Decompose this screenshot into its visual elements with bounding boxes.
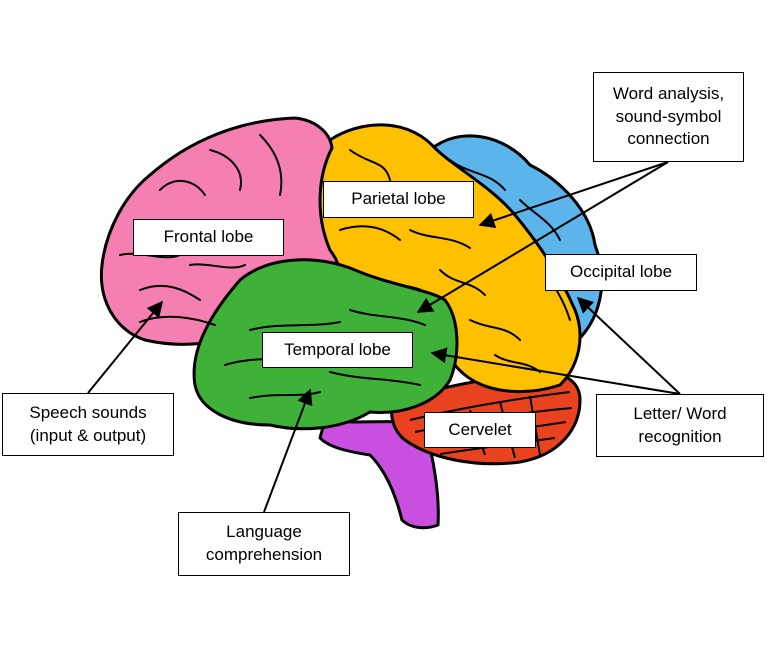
- parietal-lobe-label: Parietal lobe: [323, 181, 474, 218]
- cerebellum-label: Cervelet: [424, 412, 536, 448]
- arrow-word-analysis-to-temporal: [416, 161, 669, 313]
- arrows: [87, 161, 681, 513]
- word-analysis-line-3: connection: [627, 129, 710, 149]
- arrow-speech-to-frontal: [87, 300, 164, 394]
- occipital-lobe-label: Occipital lobe: [545, 254, 697, 291]
- letter-word-recognition-label: Letter/ Word recognition: [596, 394, 764, 457]
- letter-word-line-2: recognition: [638, 426, 722, 446]
- language-comprehension-label: Language comprehension: [178, 512, 350, 576]
- language-line-2: comprehension: [205, 545, 323, 564]
- arrow-letter-to-temporal: [430, 347, 681, 395]
- letter-word-line-1: Letter/ Word: [633, 403, 727, 423]
- arrow-letter-to-occipital: [576, 296, 681, 395]
- arrow-language-to-temporal: [263, 388, 313, 513]
- frontal-lobe-label: Frontal lobe: [133, 219, 284, 256]
- arrow-word-analysis-to-parietal: [478, 161, 669, 229]
- temporal-lobe-label: Temporal lobe: [262, 332, 413, 368]
- word-analysis-line-2: sound-symbol: [615, 106, 722, 126]
- speech-line-2: (input & output): [29, 425, 147, 445]
- word-analysis-line-1: Word analysis,: [612, 83, 725, 103]
- speech-sounds-label: Speech sounds (input & output): [2, 393, 174, 456]
- speech-line-1: Speech sounds: [29, 402, 147, 422]
- language-line-1: Language: [226, 522, 302, 542]
- word-analysis-label: Word analysis, sound-symbol connection: [593, 72, 744, 162]
